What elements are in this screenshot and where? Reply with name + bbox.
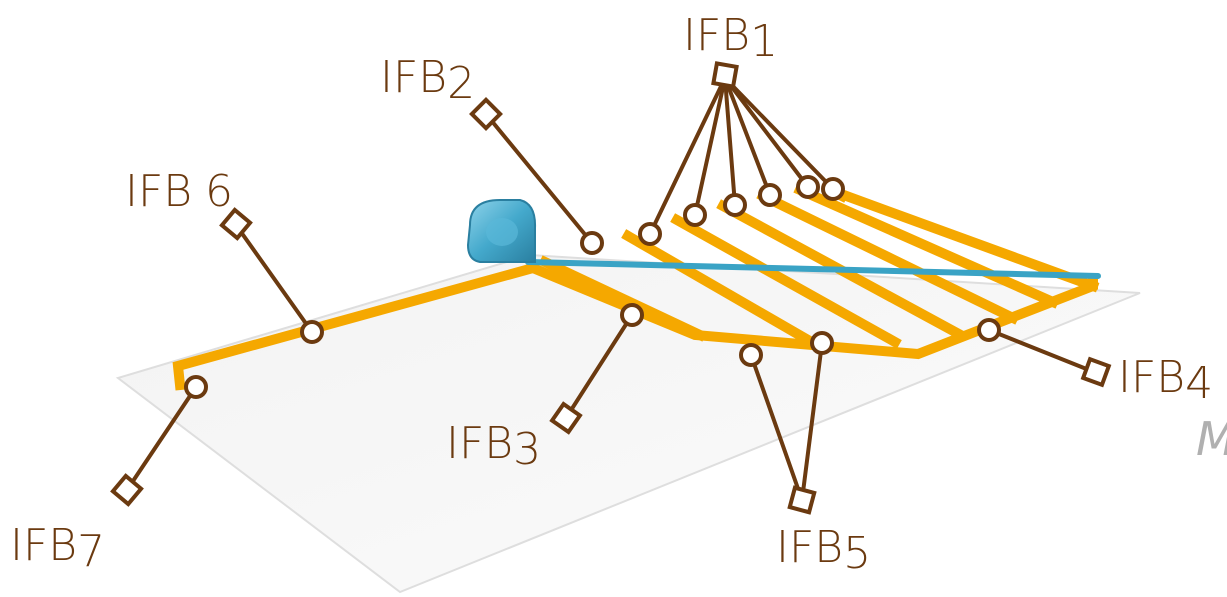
node-ifb1-f (821, 177, 845, 201)
anchor-ifb6 (219, 207, 253, 241)
anchor-ifb4 (1080, 356, 1112, 388)
anchor-ifb3 (549, 401, 583, 435)
node-ifb6 (300, 320, 324, 344)
track-network (172, 183, 1100, 391)
label-ifb2: IFB2 (380, 52, 475, 109)
track-main-branch (172, 261, 540, 391)
leader-lines (125, 76, 1096, 502)
node-ifb5-b (810, 331, 834, 355)
tape-measure-icon (466, 199, 1101, 279)
cut-off-text: M (1196, 412, 1227, 466)
node-ifb1-b (683, 203, 707, 227)
track-strip (621, 229, 815, 347)
label-ifb6-num: 6 (205, 166, 233, 217)
track-strip (756, 189, 1020, 325)
node-ifb2 (580, 231, 604, 255)
label-ifb4: IFB4 (1118, 352, 1213, 409)
node-ifb4 (977, 318, 1001, 342)
label-ifb3: IFB3 (446, 418, 541, 475)
track-strip (670, 213, 902, 349)
anchor-ifb1 (711, 61, 739, 89)
tape-blade (525, 259, 1101, 279)
label-ifb5: IFB5 (776, 522, 871, 579)
track-strip (538, 255, 707, 342)
anchor-ifb2 (469, 97, 503, 131)
node-ifb1-c (723, 193, 747, 217)
node-ifb1-a (638, 222, 662, 246)
node-ifb5-a (739, 343, 763, 367)
label-ifb7: IFB7 (10, 520, 105, 577)
node-ifb7 (184, 375, 208, 399)
node-ifb1-e (796, 175, 820, 199)
circle-nodes (184, 175, 1001, 399)
track-strip (823, 183, 1100, 293)
node-ifb1-d (758, 183, 782, 207)
track-strip (793, 183, 1060, 309)
anchor-ifb7 (110, 473, 144, 507)
node-ifb3 (620, 303, 644, 327)
label-ifb1: IFB1 (683, 10, 778, 67)
tape-hub (486, 218, 518, 246)
square-anchors (110, 61, 1112, 515)
label-ifb6: IFB (125, 166, 192, 217)
anchor-ifb5 (787, 485, 817, 515)
